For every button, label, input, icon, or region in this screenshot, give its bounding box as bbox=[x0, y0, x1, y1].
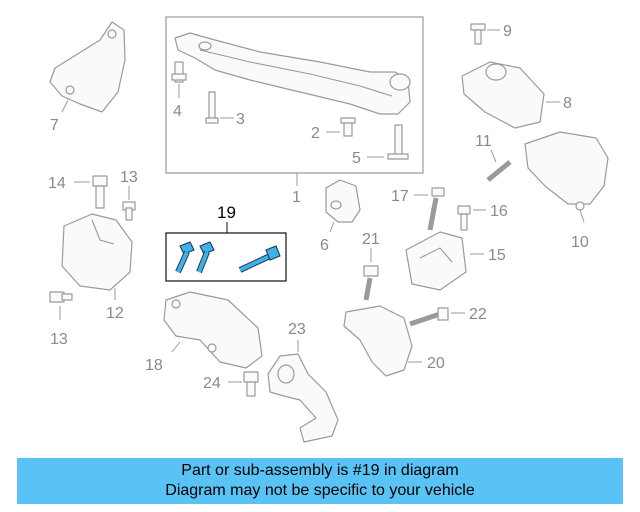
part-15-bracket bbox=[405, 231, 484, 291]
part-24-bolt bbox=[228, 371, 259, 397]
callout-14: 14 bbox=[48, 175, 66, 192]
callout-23: 23 bbox=[288, 321, 306, 338]
part-10-bracket bbox=[524, 131, 609, 223]
callout-17: 17 bbox=[391, 188, 409, 205]
part-18-bracket bbox=[163, 291, 263, 369]
part-13-bolt-lower bbox=[49, 291, 73, 320]
part-14-bolt bbox=[74, 175, 108, 209]
callout-24: 24 bbox=[203, 375, 221, 392]
part-2-bolt bbox=[326, 117, 356, 137]
callout-13-upper: 13 bbox=[120, 169, 138, 186]
part-11-bolt bbox=[486, 149, 512, 182]
callout-21: 21 bbox=[362, 231, 380, 248]
callout-5: 5 bbox=[352, 150, 361, 167]
callout-6: 6 bbox=[320, 237, 329, 254]
callout-10: 10 bbox=[571, 234, 589, 251]
banner-line-disclaimer: Diagram may not be specific to your vehi… bbox=[165, 482, 475, 499]
part-9-bolt bbox=[470, 23, 500, 45]
part-16-bolt bbox=[457, 205, 486, 231]
callout-16: 16 bbox=[490, 203, 508, 220]
callout-7: 7 bbox=[50, 117, 59, 134]
callout-20: 20 bbox=[427, 355, 445, 372]
part-5-bolt bbox=[367, 124, 409, 160]
callout-15: 15 bbox=[488, 247, 506, 264]
parts-diagram: 1 2 3 4 5 6 7 8 9 10 11 12 13 13 14 15 1… bbox=[48, 16, 609, 443]
callout-12: 12 bbox=[106, 305, 124, 322]
part-1-crossmember bbox=[165, 16, 424, 186]
part-6-mount bbox=[325, 179, 361, 233]
callout-8: 8 bbox=[563, 95, 572, 112]
callout-2: 2 bbox=[311, 125, 320, 142]
callout-9: 9 bbox=[503, 23, 512, 40]
part-13-bolt-upper bbox=[122, 186, 136, 221]
part-23-mount bbox=[267, 340, 339, 443]
part-3-bolt bbox=[205, 91, 234, 124]
part-19-bolt-set bbox=[165, 222, 287, 282]
callout-13-lower: 13 bbox=[50, 331, 68, 348]
part-21-bolt bbox=[363, 248, 379, 301]
callout-3: 3 bbox=[236, 111, 245, 128]
part-12-mount bbox=[61, 213, 133, 300]
part-7-bracket bbox=[49, 21, 126, 113]
callout-22: 22 bbox=[469, 306, 487, 323]
callout-18: 18 bbox=[145, 357, 163, 374]
banner-line-part: Part or sub-assembly is #19 in diagram bbox=[181, 462, 459, 479]
part-4-stud bbox=[171, 61, 187, 98]
part-17-bolt bbox=[414, 187, 445, 231]
part-20-bracket bbox=[343, 305, 422, 377]
part-22-bolt bbox=[409, 307, 465, 327]
callout-19: 19 bbox=[217, 203, 236, 222]
part-19-bolt-long bbox=[238, 245, 281, 273]
part-19-bolt-b bbox=[196, 241, 215, 274]
callout-4: 4 bbox=[173, 103, 182, 120]
info-banner: Part or sub-assembly is #19 in diagram D… bbox=[17, 458, 623, 504]
part-19-bolt-a bbox=[175, 241, 195, 274]
part-8-mount bbox=[461, 61, 560, 129]
callout-11: 11 bbox=[475, 133, 492, 150]
callout-1: 1 bbox=[292, 189, 301, 206]
